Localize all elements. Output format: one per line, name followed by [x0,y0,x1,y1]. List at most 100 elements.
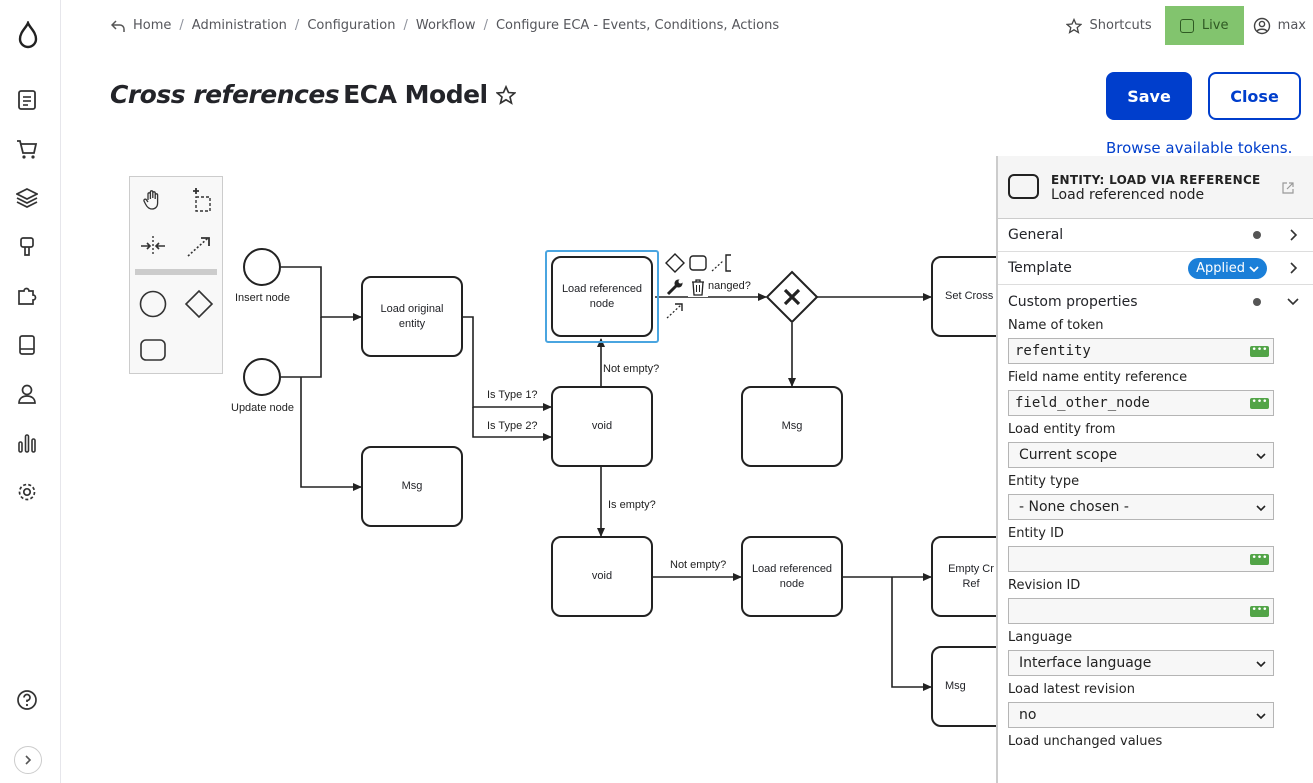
token-browser-icon[interactable]: ••• [1250,605,1269,617]
group-custom-properties[interactable]: Custom properties [998,285,1313,318]
template-applied-badge[interactable]: Applied [1188,258,1267,279]
connect-tool-icon[interactable] [184,231,214,261]
field-label-language: Language [1008,630,1073,645]
breadcrumb-separator: / [483,18,488,33]
breadcrumb-configure-eca[interactable]: Configure ECA - Events, Conditions, Acti… [495,18,780,33]
chevron-down-icon [1255,658,1267,670]
model-name: Cross references [110,80,340,109]
modeler-palette [129,176,223,374]
settings-gear-icon[interactable] [15,480,39,504]
content-icon[interactable] [15,88,39,112]
token-browser-icon[interactable]: ••• [1250,553,1269,565]
structure-layers-icon[interactable] [15,186,39,210]
people-user-icon[interactable] [15,382,39,406]
entity-type-select[interactable]: - None chosen - [1008,494,1274,520]
group-template[interactable]: Template Applied [998,252,1313,285]
expand-sidebar-icon[interactable] [14,746,42,774]
user-avatar-icon [1253,17,1271,35]
token-name-input[interactable]: refentity ••• [1008,338,1274,364]
latest-revision-select[interactable]: no [1008,702,1274,728]
chevron-down-icon [1287,295,1299,307]
extend-puzzle-icon[interactable] [15,284,39,308]
palette-divider [135,269,217,275]
task-label: void [591,420,613,432]
close-button[interactable]: Close [1208,72,1301,120]
revision-id-input[interactable]: ••• [1008,598,1274,624]
flow-label-not-empty-top: Not empty? [603,363,660,375]
start-event-insert-node[interactable] [243,248,281,286]
chevron-down-icon [1255,710,1267,722]
help-icon[interactable] [15,688,39,712]
task-label: Load referenced node [561,282,643,310]
append-task-icon[interactable] [688,253,708,273]
breadcrumb-separator: / [403,18,408,33]
task-msg-right[interactable]: Msg [741,386,843,467]
field-label-entity-reference: Field name entity reference [1008,370,1188,385]
configuration-book-icon[interactable] [15,333,39,357]
breadcrumb-configuration[interactable]: Configuration [307,18,396,33]
hand-tool-icon[interactable] [138,185,168,215]
group-title: Custom properties [1008,293,1138,310]
browse-tokens-link[interactable]: Browse available tokens. [1106,139,1293,157]
task-void-bottom[interactable]: void [551,536,653,617]
group-title: General [1008,227,1064,243]
token-browser-icon[interactable]: ••• [1250,397,1269,409]
external-link-icon[interactable] [1281,181,1295,195]
task-load-referenced-node-bottom[interactable]: Load referenced node [741,536,843,617]
shortcuts-button[interactable]: Shortcuts [1065,17,1152,34]
connect-arrow-icon[interactable] [665,300,685,320]
append-annotation-icon[interactable] [711,253,733,273]
drupal-logo-icon[interactable] [14,21,42,49]
load-from-select[interactable]: Current scope [1008,442,1274,468]
chevron-right-icon [1287,229,1299,241]
reports-chart-icon[interactable] [15,431,39,455]
event-label-update: Update node [231,402,294,414]
space-tool-icon[interactable] [138,231,168,261]
task-load-referenced-node-top[interactable]: Load referenced node [551,256,653,337]
context-pad [663,251,741,321]
chevron-down-icon [1255,502,1267,514]
entity-reference-field-input[interactable]: field_other_node ••• [1008,390,1274,416]
page-title: Cross references ECA Model [110,80,516,109]
create-start-event-icon[interactable] [138,289,168,319]
append-gateway-icon[interactable] [665,253,685,273]
language-select[interactable]: Interface language [1008,650,1274,676]
select-value: no [1019,707,1037,723]
appearance-brush-icon[interactable] [15,235,39,259]
breadcrumb-home[interactable]: Home [133,18,172,33]
field-label-load-from: Load entity from [1008,422,1116,437]
change-type-wrench-icon[interactable] [665,277,685,297]
breadcrumb-administration[interactable]: Administration [191,18,287,33]
field-label-token-name: Name of token [1008,318,1104,333]
task-label: Msg [781,420,803,432]
task-msg-left[interactable]: Msg [361,446,463,527]
diagram-connections [281,266,932,691]
live-toggle[interactable]: Live [1164,6,1244,45]
user-menu[interactable]: max [1253,17,1306,35]
start-event-update-node[interactable] [243,358,281,396]
entity-id-input[interactable]: ••• [1008,546,1274,572]
token-browser-icon[interactable]: ••• [1250,345,1269,357]
create-gateway-icon[interactable] [184,289,214,319]
group-has-data-dot [1253,297,1261,306]
lasso-tool-icon[interactable] [184,185,214,215]
save-button[interactable]: Save [1106,72,1192,120]
delete-trash-icon[interactable] [688,277,708,297]
input-value: refentity [1015,343,1091,359]
live-label: Live [1201,18,1229,33]
select-value: Interface language [1019,655,1152,671]
task-void-middle[interactable]: void [551,386,653,467]
commerce-cart-icon[interactable] [15,137,39,161]
breadcrumb-workflow[interactable]: Workflow [415,18,476,33]
back-arrow-icon[interactable] [111,19,125,33]
favorite-star-icon[interactable] [495,84,516,105]
exclusive-gateway[interactable] [765,270,819,324]
task-load-original-entity[interactable]: Load original entity [361,276,463,357]
field-label-revision-id: Revision ID [1008,578,1081,593]
task-label: Load referenced node [751,562,833,590]
create-task-icon[interactable] [138,335,168,365]
flow-label-changed: nanged? [708,280,751,292]
selected-element-outline [545,250,659,343]
task-label: void [591,570,613,582]
group-general[interactable]: General [998,219,1313,252]
